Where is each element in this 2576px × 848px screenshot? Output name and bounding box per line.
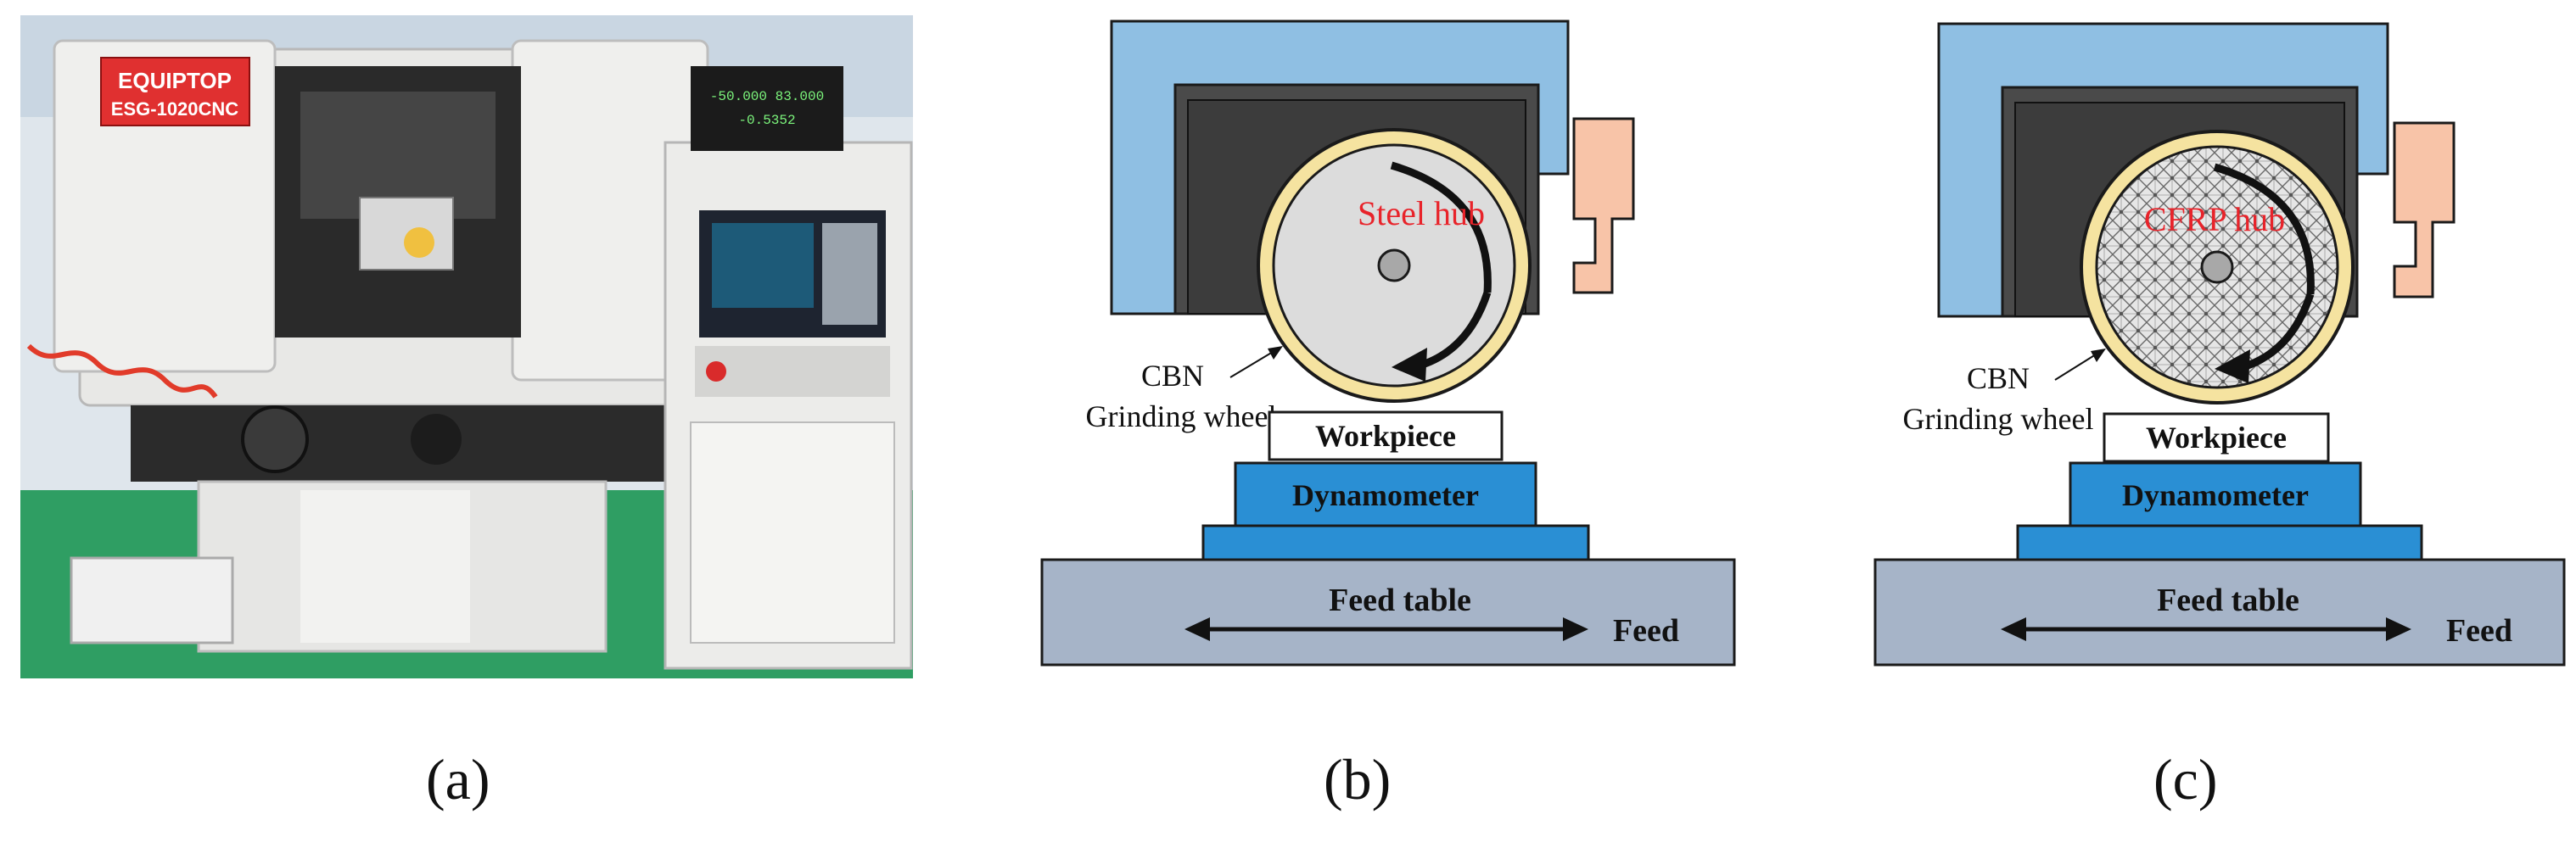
caption-a: (a) — [426, 747, 490, 812]
wheel-label-line1: CBN — [1141, 359, 1204, 393]
clamp-bracket — [2393, 121, 2456, 298]
dynamometer-base-plate — [1201, 524, 1590, 563]
feed-label: Feed — [2446, 613, 2512, 649]
workpiece-block — [1268, 410, 1504, 461]
workpiece-label: Workpiece — [2146, 421, 2287, 455]
rotation-arrow-bottom — [2238, 293, 2315, 372]
dynamometer-block — [1234, 461, 1537, 527]
feed-table — [1873, 558, 2566, 667]
feed-table — [1040, 558, 1736, 667]
hub-label: Steel hub — [1358, 194, 1485, 232]
dynamometer-block — [2069, 461, 2362, 527]
wheel-label-line2: Grinding wheel — [1086, 399, 1277, 433]
rotation-arrow-top — [2213, 163, 2315, 295]
machine-model-label: ESG-1020CNC — [111, 98, 239, 120]
wheel-pointer-line — [2054, 354, 2097, 381]
dynamometer-label: Dynamometer — [1292, 478, 1479, 512]
clamp-bracket — [1572, 117, 1635, 294]
caption-c: (c) — [2153, 747, 2218, 812]
workpiece-label: Workpiece — [1315, 419, 1456, 453]
rotation-arrow-top — [1390, 161, 1492, 293]
dynamometer-label: Dynamometer — [2122, 478, 2309, 512]
caption-b: (b) — [1324, 747, 1392, 812]
feed-table-label: Feed table — [1329, 583, 1471, 618]
dynamometer-base-plate — [2016, 524, 2423, 563]
hub-label: CFRP hub — [2144, 200, 2285, 238]
display-readout-1: -50.000 83.000 — [710, 89, 824, 104]
rotation-arrow-bottom — [1415, 291, 1492, 371]
steel-hub-schematic: Steel hub CBN Grinding wheel Workpiece D… — [1040, 20, 1736, 667]
machine-photo: EQUIPTOP ESG-1020CNC -50.000 83.000 -0.5… — [20, 15, 913, 678]
wheel-label-line2: Grinding wheel — [1903, 402, 2094, 436]
wheel-pointer-line — [1229, 351, 1274, 378]
wheel-shaft-center — [1377, 248, 1411, 282]
display-readout-2: -0.5352 — [738, 113, 795, 128]
cfrp-hub-schematic: CFRP hub CBN Grinding wheel Workpiece Dy… — [1873, 22, 2566, 667]
feed-label: Feed — [1613, 613, 1679, 649]
wheel-shaft-center — [2200, 250, 2234, 284]
machine-brand-label: EQUIPTOP — [118, 68, 232, 93]
workpiece-block — [2103, 412, 2330, 463]
feed-table-label: Feed table — [2157, 583, 2299, 618]
wheel-label-line1: CBN — [1967, 361, 2030, 395]
